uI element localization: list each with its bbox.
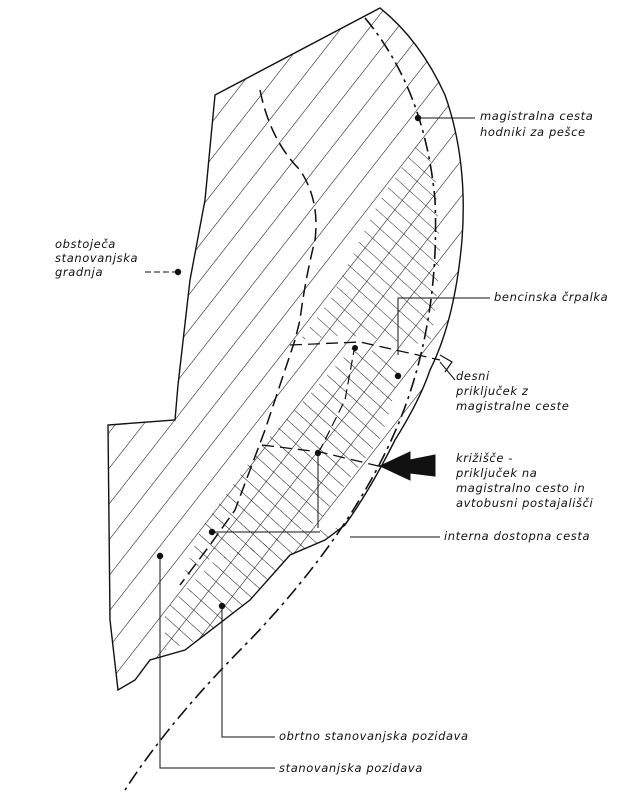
label-obstojeca-1: obstoječa (55, 237, 116, 251)
label-hodniki-za-pesce: hodniki za pešce (480, 125, 586, 139)
label-desni-3: magistralne ceste (456, 399, 570, 413)
label-desni-2: priključek z (456, 384, 529, 398)
label-magistralna-cesta: magistralna cesta (480, 109, 594, 123)
site-area-main (107, 7, 464, 692)
label-desni-1: desni (456, 369, 490, 383)
marker-dots (156, 114, 422, 610)
label-stanovanjska-pozidava: stanovanjska pozidava (279, 761, 423, 775)
internal-road (179, 89, 317, 586)
label-krizisce-2: priključek na (456, 466, 538, 480)
main-road (124, 17, 437, 791)
label-obrtno-stanovanjska-pozidava: obrtno stanovanjska pozidava (279, 729, 469, 743)
label-interna-dostopna-cesta: interna dostopna cesta (444, 529, 591, 543)
label-krizisce-3: magistralno cesto in (456, 481, 586, 495)
label-krizisce-1: križišče - (456, 451, 514, 465)
right-junction-marker (439, 354, 453, 373)
label-bencinska-crpalka: bencinska črpalka (494, 290, 609, 304)
intersection-arrow-icon (378, 451, 436, 481)
zone-lower-south (165, 525, 345, 650)
label-krizisce-4: avtobusni postajališči (456, 496, 594, 510)
zone-lower-west (180, 345, 400, 585)
zone-east (300, 140, 440, 345)
label-obstojeca-2: stanovanjska (55, 251, 139, 265)
leader-lines (145, 117, 490, 769)
label-obstojeca-3: gradnja (55, 265, 104, 279)
connector-road-3 (319, 344, 356, 451)
connector-road-1 (289, 341, 441, 361)
